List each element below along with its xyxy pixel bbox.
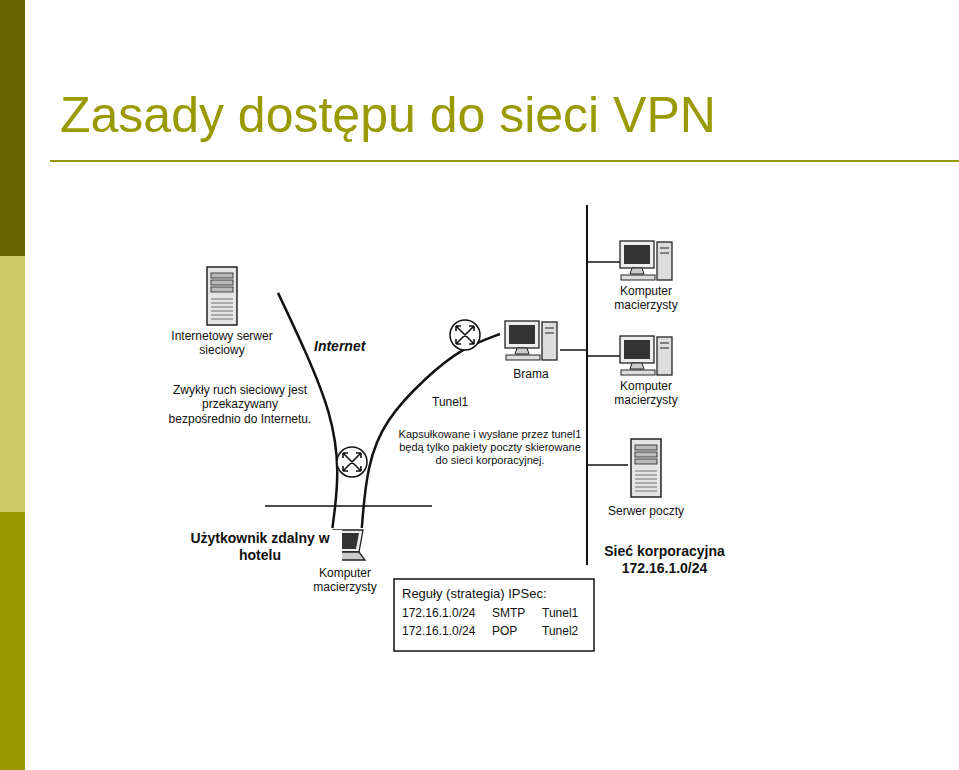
location-label: Użytkownik zdalny w hotelu xyxy=(178,530,342,564)
bus-tap xyxy=(587,261,622,263)
table-cell: POP xyxy=(490,624,519,638)
network-label: Sieć korporacyjna 172.16.1.0/24 xyxy=(590,543,739,577)
note: Kapsułkowane i wysłane przez tunel1 będą… xyxy=(396,428,584,468)
hotel-line xyxy=(265,505,432,507)
node-label: Internetowy serwer sieciowy xyxy=(166,329,278,357)
bus-tap xyxy=(587,355,622,357)
bus-tap xyxy=(587,464,628,466)
server-icon xyxy=(624,437,668,499)
side-bar xyxy=(0,0,25,256)
node-label: Serwer poczty xyxy=(606,504,686,518)
node-label: Komputer macierzysty xyxy=(596,379,696,407)
title-rule xyxy=(50,160,959,162)
router-symbol xyxy=(337,447,367,477)
table-cell: 172.16.1.0/24 xyxy=(400,624,477,638)
rules-table xyxy=(394,579,594,651)
host-computer: Komputer macierzysty xyxy=(596,238,696,313)
mail-server: Serwer poczty xyxy=(598,437,694,519)
host-computer: Komputer macierzysty xyxy=(596,333,696,408)
node-label: Brama xyxy=(511,367,550,381)
table-cell: Tunel2 xyxy=(540,624,580,638)
computer-icon xyxy=(617,238,675,282)
tunnel-label: Tunel1 xyxy=(430,395,470,409)
node-label: Komputer macierzysty xyxy=(303,566,387,594)
computer-icon xyxy=(502,318,560,362)
slide-title: Zasady dostępu do sieci VPN xyxy=(60,88,716,143)
side-bar xyxy=(0,512,25,770)
gateway: Brama xyxy=(500,318,562,382)
router-symbol xyxy=(450,320,480,350)
bus-tap xyxy=(560,349,587,351)
server-icon xyxy=(200,265,244,327)
side-bar xyxy=(0,256,25,512)
network-label: Internet xyxy=(312,338,367,355)
web-server: Internetowy serwer sieciowy xyxy=(166,265,278,358)
note: Zwykły ruch sieciowy jest przekazywany b… xyxy=(163,383,317,426)
table-cell: Tunel1 xyxy=(540,606,580,620)
network-bus xyxy=(586,205,588,565)
table-cell: SMTP xyxy=(490,606,527,620)
table-header: Reguły (strategia) IPSec: xyxy=(400,586,549,602)
table-cell: 172.16.1.0/24 xyxy=(400,606,477,620)
node-label: Komputer macierzysty xyxy=(596,284,696,312)
computer-icon xyxy=(617,333,675,377)
